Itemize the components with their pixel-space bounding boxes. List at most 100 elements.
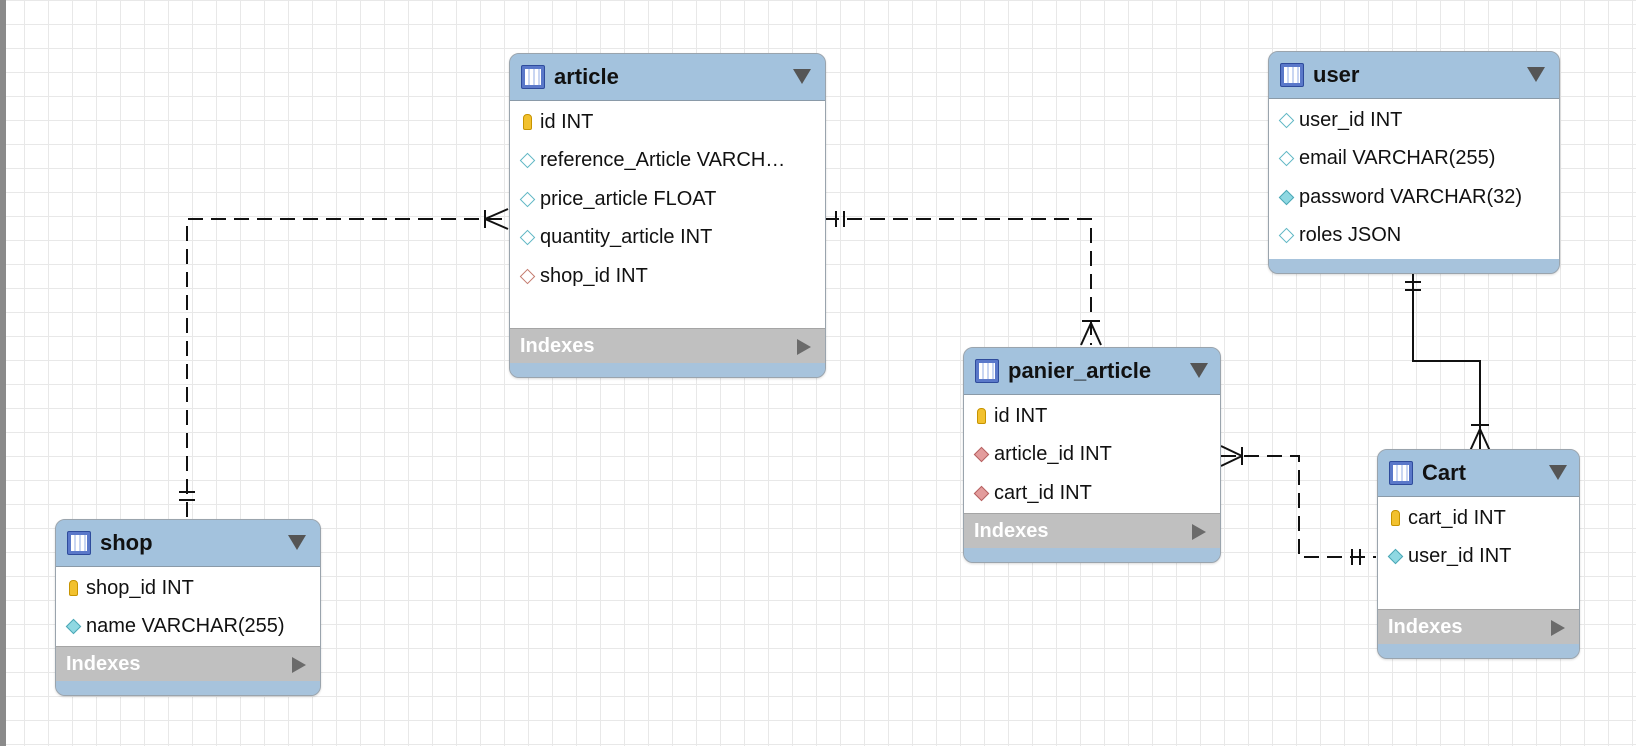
panier-many-marker-2 [1220, 445, 1243, 467]
column-diamond-filled-icon [1384, 548, 1406, 565]
columns-list: cart_id INT user_id INT [1378, 497, 1579, 609]
indexes-label: Indexes [520, 334, 595, 357]
column-row[interactable]: user_id INT [1378, 538, 1579, 577]
foreign-key-filled-icon [970, 446, 992, 463]
primary-key-icon [62, 580, 84, 597]
table-header[interactable]: panier_article [964, 348, 1220, 395]
primary-key-icon [970, 408, 992, 425]
table-cart[interactable]: Cart cart_id INT user_id INT Indexes [1377, 449, 1580, 659]
column-label: article_id INT [994, 443, 1112, 466]
expand-arrow-icon[interactable] [1192, 524, 1206, 540]
table-icon [67, 531, 91, 555]
foreign-key-filled-icon [970, 485, 992, 502]
relationship-panier-cart[interactable] [1221, 455, 1376, 558]
canvas-left-border [0, 0, 6, 746]
column-row[interactable]: name VARCHAR(255) [56, 608, 320, 647]
table-footer [56, 681, 320, 695]
table-menu-toggle-icon[interactable] [1549, 465, 1567, 480]
indexes-section[interactable]: Indexes [510, 328, 825, 363]
foreign-key-diamond-icon [516, 268, 538, 285]
table-header[interactable]: Cart [1378, 450, 1579, 497]
expand-arrow-icon[interactable] [292, 657, 306, 673]
table-menu-toggle-icon[interactable] [288, 535, 306, 550]
table-footer [964, 548, 1220, 562]
columns-list: user_id INT email VARCHAR(255) password … [1269, 99, 1559, 259]
column-row[interactable]: cart_id INT [1378, 499, 1579, 538]
indexes-section[interactable]: Indexes [1378, 609, 1579, 644]
column-label: quantity_article INT [540, 226, 713, 249]
column-row[interactable]: cart_id INT [964, 474, 1220, 513]
column-diamond-filled-icon [1275, 189, 1297, 206]
column-label: name VARCHAR(255) [86, 615, 285, 638]
column-row[interactable]: roles JSON [1269, 217, 1559, 256]
table-user[interactable]: user user_id INT email VARCHAR(255) pass… [1268, 51, 1560, 274]
column-label: email VARCHAR(255) [1299, 147, 1496, 170]
columns-list: shop_id INT name VARCHAR(255) [56, 567, 320, 646]
column-label: reference_Article VARCH… [540, 149, 786, 172]
indexes-label: Indexes [1388, 615, 1463, 638]
indexes-label: Indexes [66, 652, 141, 675]
column-label: shop_id INT [86, 576, 194, 599]
table-header[interactable]: shop [56, 520, 320, 567]
column-diamond-icon [516, 229, 538, 246]
column-diamond-icon [516, 191, 538, 208]
table-name: shop [100, 530, 153, 555]
column-diamond-icon [1275, 112, 1297, 129]
relationship-article-panier[interactable] [824, 218, 1092, 345]
primary-key-icon [1384, 510, 1406, 527]
column-label: id INT [540, 110, 594, 133]
table-footer [510, 363, 825, 377]
column-diamond-icon [516, 152, 538, 169]
column-label: roles JSON [1299, 224, 1402, 247]
column-label: user_id INT [1408, 545, 1512, 568]
column-row[interactable]: id INT [510, 103, 825, 142]
column-row[interactable]: price_article FLOAT [510, 180, 825, 219]
table-name: Cart [1422, 460, 1467, 485]
column-diamond-icon [1275, 227, 1297, 244]
table-name: article [554, 64, 619, 89]
table-header[interactable]: article [510, 54, 825, 101]
indexes-section[interactable]: Indexes [56, 646, 320, 681]
column-row[interactable]: article_id INT [964, 436, 1220, 475]
column-row[interactable]: email VARCHAR(255) [1269, 140, 1559, 179]
indexes-section[interactable]: Indexes [964, 513, 1220, 548]
cart-many-marker [1469, 428, 1491, 452]
expand-arrow-icon[interactable] [1551, 620, 1565, 636]
panier-many-marker [1080, 322, 1102, 346]
columns-list: id INT reference_Article VARCH… price_ar… [510, 101, 825, 328]
column-label: shop_id INT [540, 264, 648, 287]
table-footer [1269, 259, 1559, 273]
column-row[interactable]: reference_Article VARCH… [510, 142, 825, 181]
indexes-label: Indexes [974, 519, 1049, 542]
table-icon [1280, 63, 1304, 87]
table-name: panier_article [1008, 358, 1152, 383]
table-name: user [1313, 62, 1360, 87]
table-icon [1389, 461, 1413, 485]
table-icon [975, 359, 999, 383]
column-row[interactable]: id INT [964, 397, 1220, 436]
column-label: password VARCHAR(32) [1299, 185, 1523, 208]
column-row[interactable]: shop_id INT [510, 257, 825, 296]
column-row[interactable]: password VARCHAR(32) [1269, 178, 1559, 217]
column-label: id INT [994, 404, 1048, 427]
column-label: price_article FLOAT [540, 187, 717, 210]
table-menu-toggle-icon[interactable] [1527, 67, 1545, 82]
expand-arrow-icon[interactable] [797, 339, 811, 355]
table-menu-toggle-icon[interactable] [1190, 363, 1208, 378]
column-diamond-icon [1275, 150, 1297, 167]
columns-list: id INT article_id INT cart_id INT [964, 395, 1220, 513]
table-menu-toggle-icon[interactable] [793, 69, 811, 84]
table-panier-article[interactable]: panier_article id INT article_id INT car… [963, 347, 1221, 563]
relationship-shop-article[interactable] [186, 218, 508, 517]
table-article[interactable]: article id INT reference_Article VARCH… … [509, 53, 826, 378]
column-row[interactable]: user_id INT [1269, 101, 1559, 140]
table-footer [1378, 644, 1579, 658]
column-row[interactable]: shop_id INT [56, 569, 320, 608]
table-header[interactable]: user [1269, 52, 1559, 99]
table-shop[interactable]: shop shop_id INT name VARCHAR(255) Index… [55, 519, 321, 696]
column-label: user_id INT [1299, 108, 1403, 131]
table-icon [521, 65, 545, 89]
column-row[interactable]: quantity_article INT [510, 219, 825, 258]
relationship-user-cart[interactable] [1412, 273, 1481, 451]
